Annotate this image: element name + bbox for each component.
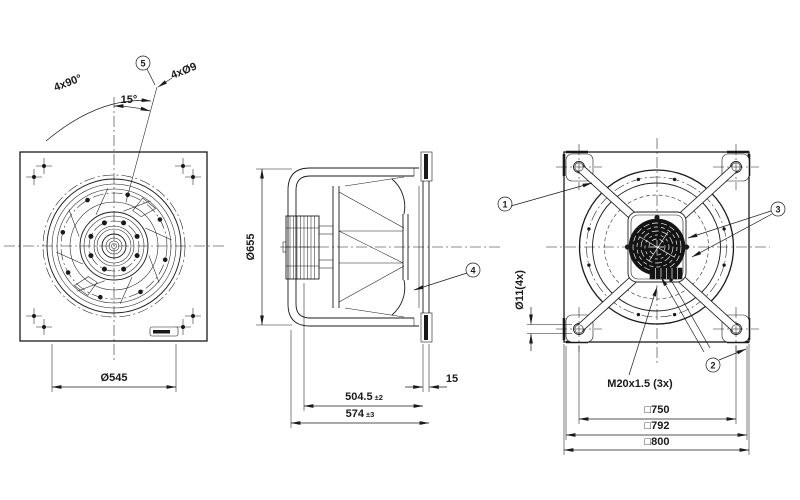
svg-text:15: 15 <box>446 373 458 385</box>
dim-plate-offset: 15 <box>405 344 458 392</box>
callout-5: 5 <box>135 55 156 86</box>
inlet-housing <box>578 169 735 325</box>
callout-3: 3 <box>687 201 786 258</box>
angle-15-label: 15° <box>121 94 138 106</box>
callout-4: 4 <box>413 262 481 291</box>
svg-text:Ø655: Ø655 <box>245 234 257 261</box>
svg-text:M20x1.5 (3x): M20x1.5 (3x) <box>607 378 673 390</box>
rear-motor <box>624 214 690 280</box>
svg-text:1: 1 <box>502 200 507 210</box>
rear-centerlines <box>546 138 770 364</box>
rear-view: 1 3 2 Ø11(4x) M20x1.5 (3x) <box>497 138 786 455</box>
front-corner-holes <box>26 158 201 335</box>
side-motor <box>282 215 320 280</box>
dim-corner-hole: Ø11(4x) <box>514 270 572 351</box>
svg-text:Ø545: Ø545 <box>101 372 128 384</box>
svg-text:504.5±2: 504.5±2 <box>345 391 383 403</box>
dim-depths: 504.5±2 574±3 <box>290 283 430 428</box>
callout-2: 2 <box>660 272 747 373</box>
gland-thread-label: M20x1.5 (3x) <box>607 286 673 390</box>
svg-text:□800: □800 <box>645 436 670 448</box>
rear-wall-plate <box>563 151 750 343</box>
wall-plate <box>420 151 433 343</box>
impeller-blades <box>56 188 172 304</box>
nameplate <box>149 326 179 337</box>
front-centerlines <box>4 97 224 360</box>
svg-text:Ø11(4x): Ø11(4x) <box>514 270 526 310</box>
side-view: 4 Ø655 15 504.5±2 574±3 <box>245 151 500 428</box>
front-hole-annotation: 4x90° 15° 5 4xØ9 <box>45 55 199 203</box>
housing-rivets <box>587 177 726 317</box>
front-mounting-panel <box>19 151 208 342</box>
hole-spec-label: 4xØ9 <box>169 61 198 82</box>
svg-text:□792: □792 <box>645 420 670 432</box>
front-view: 4x90° 15° 5 4xØ9 Ø545 <box>4 55 224 392</box>
svg-text:3: 3 <box>775 205 780 215</box>
callout-1: 1 <box>497 182 593 212</box>
angle-pattern-label: 4x90° <box>52 72 83 94</box>
dim-impeller-diameter: Ø545 <box>51 344 177 392</box>
motor-hub <box>79 211 149 281</box>
svg-text:□750: □750 <box>645 404 670 416</box>
impeller-windows <box>73 197 157 296</box>
svg-text:574±3: 574±3 <box>346 408 375 420</box>
impeller <box>42 174 186 318</box>
svg-text:2: 2 <box>710 361 715 371</box>
svg-text:4: 4 <box>470 266 475 276</box>
dim-ring-diameter: Ø655 <box>245 168 292 326</box>
cable-glands <box>649 267 683 280</box>
impeller-rivets <box>60 192 168 300</box>
dim-squares: □750 □792 □800 <box>563 344 750 455</box>
pad-holes <box>556 144 759 352</box>
svg-text:5: 5 <box>140 59 145 69</box>
